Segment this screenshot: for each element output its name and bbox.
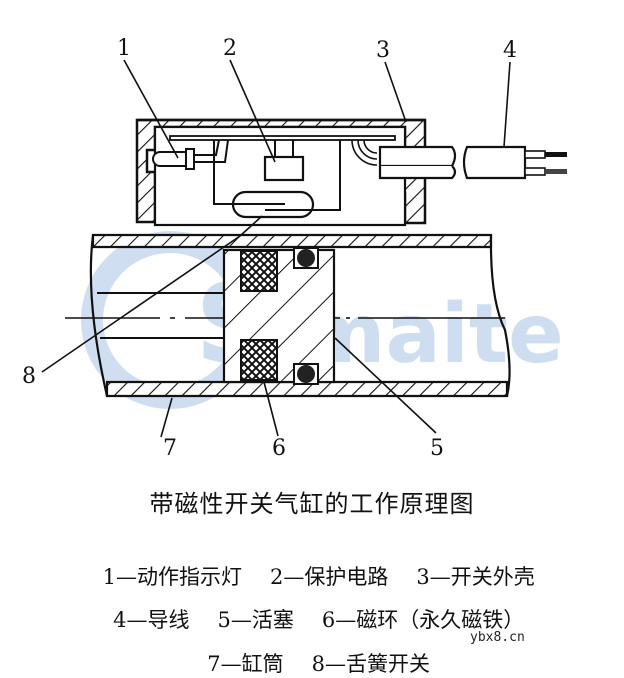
- legend-row-3: 7—缸筒 8—舌簧开关: [0, 624, 624, 678]
- callout-6: 6: [272, 436, 286, 461]
- callout-4: 4: [503, 38, 517, 63]
- figure-title: 带磁性开关气缸的工作原理图: [149, 490, 475, 518]
- legend-item-8: 8—舌簧开关: [311, 652, 431, 676]
- callout-3: 3: [376, 38, 390, 63]
- callout-7: 7: [163, 436, 177, 461]
- legend-item-4: 4—导线: [113, 608, 190, 632]
- cylinder-diagram: S maite: [41, 59, 567, 438]
- cable: [378, 145, 567, 180]
- legend-item-3: 3—开关外壳: [416, 565, 535, 589]
- legend-item-2: 2—保护电路: [269, 565, 389, 589]
- callout-8: 8: [22, 364, 36, 389]
- legend-item-1: 1—动作指示灯: [102, 565, 242, 589]
- legend-item-6: 6—磁环（永久磁铁）: [321, 608, 525, 632]
- site-credit: ybx8.cn: [470, 630, 525, 645]
- svg-text:maite: maite: [300, 287, 564, 382]
- callout-1: 1: [117, 36, 131, 61]
- legend-item-7: 7—缸筒: [207, 652, 284, 676]
- legend-row-2: 4—导线 5—活塞 6—磁环（永久磁铁）: [0, 580, 624, 634]
- callout-5: 5: [430, 436, 444, 461]
- callout-2: 2: [223, 36, 237, 61]
- leader-lines: [41, 59, 511, 438]
- piston: [222, 247, 336, 385]
- switch-housing: [135, 118, 427, 227]
- legend-item-5: 5—活塞: [217, 608, 294, 632]
- legend-row-1: 1—动作指示灯 2—保护电路 3—开关外壳: [0, 537, 624, 591]
